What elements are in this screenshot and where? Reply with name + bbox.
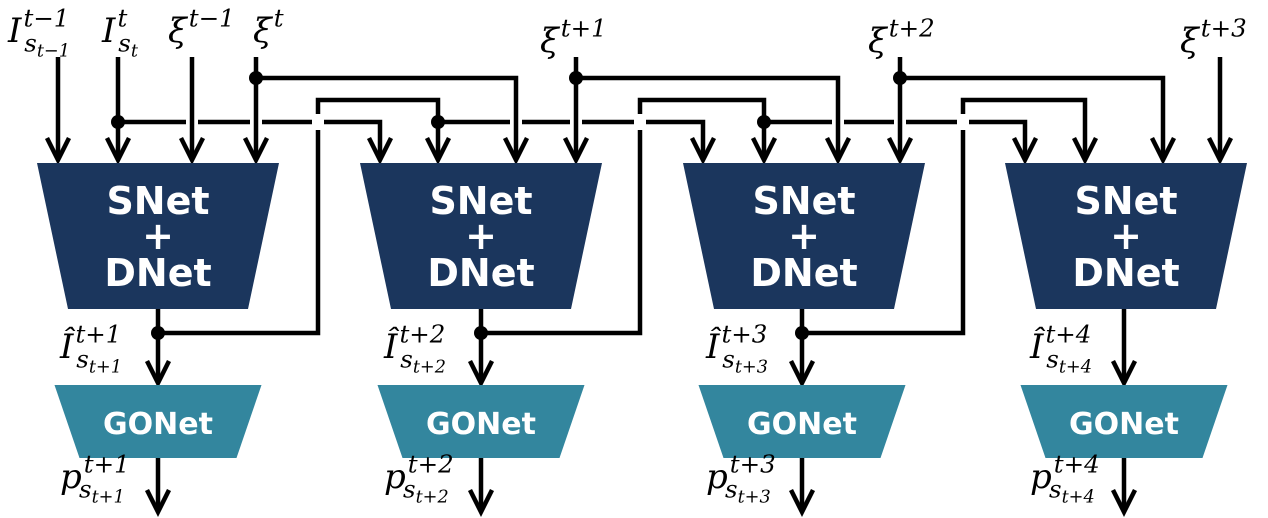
snet-dnet-shape — [1005, 163, 1247, 309]
arrowhead-icon — [1071, 136, 1099, 166]
arrowhead-icon — [467, 488, 495, 518]
gonet-label: GONet — [1069, 407, 1179, 442]
arrowhead-icon — [1110, 488, 1138, 518]
feedback-wire — [637, 97, 767, 160]
feedback-wire — [158, 130, 321, 336]
snet-label: SNet — [106, 179, 209, 223]
arrowhead-icon — [750, 136, 778, 166]
dnet-label: DNet — [427, 251, 534, 295]
bus-previous-frame — [969, 119, 1028, 160]
gonet-label: GONet — [747, 407, 857, 442]
gonet-block: GONet — [54, 385, 262, 458]
arrowhead-icon — [1149, 136, 1177, 166]
snet-label: SNet — [752, 179, 855, 223]
junction-dot — [111, 115, 125, 129]
label-xi-current: ξt — [253, 4, 284, 51]
gonet-label: GONet — [103, 407, 213, 442]
arrowhead-icon — [788, 359, 816, 389]
arrowhead-icon — [886, 136, 914, 166]
arrowhead-icon — [1206, 136, 1234, 166]
snet-label: SNet — [429, 179, 532, 223]
arrowhead-icon — [467, 359, 495, 389]
arrowhead-icon — [1011, 136, 1039, 166]
arrowhead-icon — [502, 136, 530, 166]
snet-dnet-block: SNet+DNet — [1005, 163, 1247, 309]
arrowhead-icon — [144, 488, 172, 518]
gonet-block: GONet — [1020, 385, 1228, 458]
snet-dnet-block: SNet+DNet — [360, 163, 602, 309]
snet-label: SNet — [1074, 179, 1177, 223]
gonet-label: GONet — [426, 407, 536, 442]
plus-label: + — [1110, 214, 1142, 258]
dnet-label: DNet — [1072, 251, 1179, 295]
plus-label: + — [142, 214, 174, 258]
bus-noise — [256, 75, 519, 160]
label-xi-prev: ξt−1 — [168, 4, 235, 51]
blocks: SNet+DNetGONetSNet+DNetGONetSNet+DNetGON… — [37, 163, 1247, 458]
dnet-label: DNet — [750, 251, 857, 295]
gonet-shape — [377, 385, 585, 458]
feedback-wire — [802, 130, 966, 336]
junction-dot — [757, 115, 771, 129]
gonet-shape — [1020, 385, 1228, 458]
arrowhead-icon — [44, 136, 72, 166]
arrowhead-icon — [178, 136, 206, 166]
bus-noise — [576, 75, 841, 160]
plus-label: + — [788, 214, 820, 258]
gonet-shape — [698, 385, 906, 458]
arrowhead-icon — [1110, 359, 1138, 389]
snet-dnet-block: SNet+DNet — [37, 163, 279, 309]
arrowhead-icon — [242, 136, 270, 166]
junction-dot — [431, 115, 445, 129]
gonet-block: GONet — [698, 385, 906, 458]
label-xi-t3: ξt+3 — [1180, 14, 1247, 61]
arrowhead-icon — [788, 488, 816, 518]
junction-dot — [249, 71, 263, 85]
bus-noise — [900, 75, 1166, 160]
arrowhead-icon — [824, 136, 852, 166]
gonet-block: GONet — [377, 385, 585, 458]
arrowhead-icon — [689, 136, 717, 166]
arrowhead-icon — [424, 136, 452, 166]
snet-dnet-shape — [360, 163, 602, 309]
gonet-shape — [54, 385, 262, 458]
arrowhead-icon — [144, 359, 172, 389]
label-xi-t2: ξt+2 — [868, 14, 935, 61]
label-xi-t1: ξt+1 — [540, 14, 607, 61]
plus-label: + — [465, 214, 497, 258]
bus-previous-frame — [324, 119, 383, 160]
snet-dnet-shape — [37, 163, 279, 309]
arrowhead-icon — [366, 136, 394, 166]
arrowhead-icon — [104, 136, 132, 166]
arrowhead-icon — [562, 136, 590, 166]
snet-dnet-block: SNet+DNet — [683, 163, 925, 309]
bus-previous-frame — [646, 119, 706, 160]
feedback-wire — [960, 97, 1088, 160]
dnet-label: DNet — [104, 251, 211, 295]
wires — [44, 57, 1234, 518]
feedback-wire — [481, 130, 643, 336]
feedback-wire — [315, 97, 441, 160]
snet-dnet-shape — [683, 163, 925, 309]
